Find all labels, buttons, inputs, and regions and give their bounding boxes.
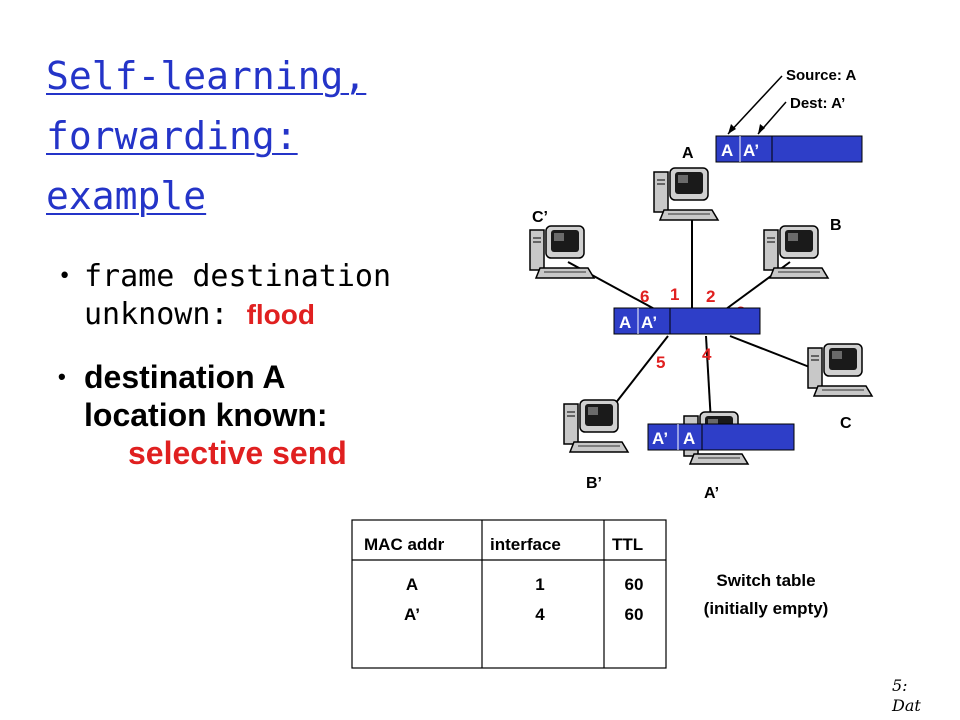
host-label-B-prime: B’	[586, 475, 602, 492]
port-4-label: 4	[702, 345, 712, 364]
frame-src: A	[721, 141, 733, 160]
frame-src: A	[619, 313, 631, 332]
page-number: 5: Dat	[892, 676, 921, 716]
frame-at-switch: A A’	[613, 307, 761, 335]
bullet-text-line1: frame destination	[84, 259, 392, 294]
bullet-dot: •	[58, 264, 72, 289]
bullet-text-line2: unknown:	[84, 297, 229, 332]
host-label-C-prime: C’	[532, 209, 548, 226]
table-cell: 1	[535, 575, 544, 594]
host-B-prime-computer-icon	[563, 399, 629, 453]
frame-near-A: A A’	[715, 135, 863, 163]
frame-src: A’	[652, 429, 668, 448]
host-B-computer-icon	[763, 225, 829, 279]
page-number-line1: 5:	[892, 676, 908, 695]
port-5-label: 5	[656, 353, 665, 372]
title-line-2: forwarding:	[46, 114, 298, 158]
host-label-A: A	[682, 145, 694, 162]
frame-dst: A	[683, 429, 695, 448]
bullet-highlight-flood: flood	[246, 299, 315, 330]
frame-dst: A’	[641, 313, 657, 332]
port-2-label: 2	[706, 287, 715, 306]
bullet-text-line1: destination A	[84, 359, 286, 395]
slide-title: Self-learning, forwarding: example	[46, 46, 406, 226]
table-header-ttl: TTL	[612, 535, 643, 554]
bullet-highlight-selective: selective send	[128, 435, 347, 471]
host-label-B: B	[830, 217, 842, 234]
port-1-label: 1	[670, 285, 679, 304]
table-cell: 60	[625, 575, 644, 594]
host-label-C: C	[840, 415, 852, 432]
title-line-3: example	[46, 174, 207, 218]
bullet-flood: • frame destination unknown: flood	[58, 258, 391, 334]
table-cell: A	[406, 575, 418, 594]
switch-table-caption-2: (initially empty)	[704, 599, 829, 618]
switch-table: MAC addr interface TTL A 1 60 A’ 4 60	[351, 519, 667, 669]
link-C	[729, 335, 813, 369]
table-header-interface: interface	[490, 535, 561, 554]
source-arrow-icon	[728, 124, 736, 134]
table-cell: 60	[625, 605, 644, 624]
host-A-computer-icon	[653, 167, 719, 221]
table-cell: A’	[404, 605, 420, 624]
source-label: Source: A	[786, 67, 856, 84]
title-line-1: Self-learning,	[46, 54, 367, 98]
host-label-A-prime: A’	[704, 485, 719, 502]
bullet-selective-send: • destination A location known: selectiv…	[58, 358, 347, 472]
host-C-computer-icon	[807, 343, 873, 397]
frame-reply: A’ A	[647, 423, 795, 451]
page-number-line2: Dat	[892, 696, 921, 715]
frame-dst: A’	[743, 141, 759, 160]
bullet-dot: •	[58, 364, 66, 389]
source-pointer	[727, 75, 783, 135]
table-cell: 4	[535, 605, 545, 624]
table-header-mac: MAC addr	[364, 535, 445, 554]
port-6-label: 6	[640, 287, 649, 306]
dest-label: Dest: A’	[790, 95, 845, 112]
switch-table-caption-1: Switch table	[716, 571, 815, 590]
dest-arrow-icon	[758, 124, 765, 134]
bullet-text-line2: location known:	[84, 397, 328, 433]
host-C-prime-computer-icon	[529, 225, 595, 279]
